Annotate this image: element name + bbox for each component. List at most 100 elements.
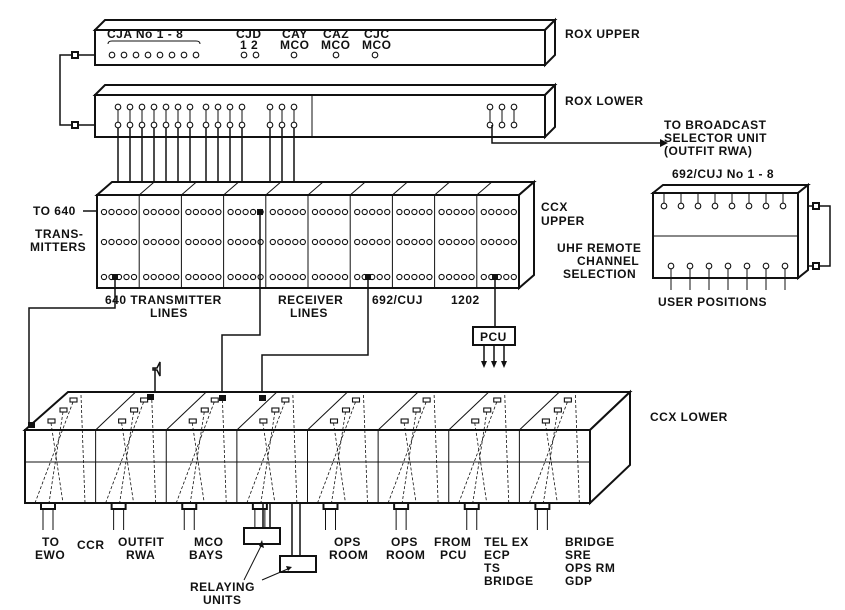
ccx-upper-jack xyxy=(503,238,510,246)
ccx-upper-jack xyxy=(158,273,165,281)
to-ewo-label-2: EWO xyxy=(35,548,65,562)
ccx-upper-jack xyxy=(150,208,157,216)
ccx-lower-dashed-link xyxy=(363,394,368,504)
ccx-upper-jack xyxy=(426,238,433,246)
ccx-upper-jack xyxy=(269,208,276,216)
ccx-upper-jack xyxy=(319,238,326,246)
ccx-upper-jack xyxy=(369,208,376,216)
uhf-bottom-jack xyxy=(705,262,713,270)
ccx-lower-dashed-link xyxy=(387,401,427,504)
rox-lower-jack xyxy=(174,103,182,111)
to-640-label-3: MITTERS xyxy=(30,240,86,254)
rox-lower-jack xyxy=(226,121,234,129)
telex-label-4: BRIDGE xyxy=(484,574,534,588)
rx-lines-label-1: RECEIVER xyxy=(278,293,343,307)
tx-lines-label-2: LINES xyxy=(150,306,188,320)
cja-label: CJA No 1 - 8 xyxy=(107,27,183,41)
ccx-upper-jack xyxy=(299,208,306,216)
ccx-upper-jack xyxy=(510,273,517,281)
uhf-label-1: UHF REMOTE xyxy=(557,241,641,255)
ccx-lower-dashed-link xyxy=(574,394,580,504)
broadcast-line-1: TO BROADCAST xyxy=(664,118,767,132)
ccx-lower-jack xyxy=(69,397,78,403)
ccx-lower-dashed-link xyxy=(331,411,346,504)
cay-jack xyxy=(290,51,298,59)
ccx-upper-divider-top xyxy=(349,181,366,196)
rox-lower-jack xyxy=(238,103,246,111)
ccx-upper-jack xyxy=(173,208,180,216)
cay-label: CAY xyxy=(282,27,308,41)
ccx-upper-jack xyxy=(207,208,215,216)
ccx-lower-jack xyxy=(341,407,351,413)
ccx-lower-dashed-link xyxy=(504,394,510,504)
ccx-upper-jack xyxy=(418,208,426,216)
ccx-upper-jack xyxy=(326,273,334,281)
bridge-label-3: OPS RM xyxy=(565,561,615,575)
rox-lower-jack xyxy=(498,121,506,129)
ccx-upper-jack xyxy=(480,273,487,281)
cjd-label: CJD xyxy=(236,27,262,41)
ccx-upper-jack xyxy=(354,208,361,216)
to-ewo-label-1: TO xyxy=(42,535,59,549)
uhf-bottom-jack xyxy=(667,262,675,270)
ccx-lower-terminal xyxy=(181,502,198,510)
rox-lower-jack xyxy=(126,121,134,129)
ccx-upper-jack xyxy=(334,273,341,281)
outfit-label-2: RWA xyxy=(126,548,155,562)
ccx-upper-jack xyxy=(173,238,180,246)
ccx-upper-jack xyxy=(100,208,108,216)
ccx-lower-dashed-link xyxy=(121,422,135,504)
uhf-label-2: CHANNEL xyxy=(577,254,639,268)
broadcast-connection xyxy=(491,125,668,147)
uhf-bottom-jack xyxy=(743,262,751,270)
rox-lower-jack xyxy=(290,121,298,129)
ccx-lower-divider-top xyxy=(236,391,278,431)
cross-cables xyxy=(28,212,369,430)
uhf-bottom-jack xyxy=(724,262,732,270)
rox-lower-jack xyxy=(138,121,146,129)
ccx-upper-jack xyxy=(403,208,411,216)
ccx-upper-jack xyxy=(234,238,242,246)
ccx-lower-divider-top xyxy=(448,391,490,431)
ccx-upper-jack xyxy=(277,208,284,216)
ccx-upper-jack xyxy=(192,273,200,281)
ccx-lower-jack xyxy=(541,418,550,424)
ccx-upper-jack xyxy=(468,273,475,281)
ccx-upper-jack xyxy=(341,273,349,281)
ccx-upper-jack xyxy=(403,273,411,281)
ccx-lower-jack xyxy=(483,407,492,413)
rox-lower-jack xyxy=(278,121,286,129)
ccx-upper-jack xyxy=(158,208,165,216)
ccx-lower-dashed-link xyxy=(403,422,417,504)
ccx-lower-terminal xyxy=(322,502,339,510)
broadcast-line-2: SELECTOR UNIT xyxy=(664,131,767,145)
ccx-upper-jack xyxy=(249,238,257,246)
caz-mco-label: MCO xyxy=(321,38,351,52)
uhf-bottom-jack xyxy=(781,262,789,270)
cja-jack xyxy=(180,51,188,59)
rox-lower-jack xyxy=(226,103,234,111)
ccx-upper-jack xyxy=(503,273,510,281)
ccx-upper-jack xyxy=(165,208,172,216)
ccx-lower-dashed-link xyxy=(529,401,568,504)
ccx-upper-jack xyxy=(242,273,249,281)
ccx-upper-jack xyxy=(341,208,349,216)
rox-lower-jack xyxy=(126,103,134,111)
ccx-upper-jack xyxy=(334,208,341,216)
ccx-upper-jack xyxy=(445,273,453,281)
ccx-lower-divider-top xyxy=(377,391,419,431)
ccx-upper-jack xyxy=(123,238,130,246)
ccx-upper-jack xyxy=(460,238,468,246)
ccx-lower-dashed-link xyxy=(221,394,227,504)
ccx-upper-jack xyxy=(418,273,426,281)
ccx-upper-jack xyxy=(108,238,115,246)
ccx-upper-jack xyxy=(143,273,150,281)
ccx-lower-jack xyxy=(281,397,290,403)
ccx-lower-jack xyxy=(259,418,268,424)
ccx-lower-jack xyxy=(422,397,431,403)
cja-jack xyxy=(132,51,140,59)
ccx-upper-jack xyxy=(200,208,207,216)
rox-lower-jack xyxy=(486,103,494,111)
tx-lines-label-1: 640 TRANSMITTER xyxy=(105,293,222,307)
uhf-label-3: SELECTION xyxy=(563,267,636,281)
